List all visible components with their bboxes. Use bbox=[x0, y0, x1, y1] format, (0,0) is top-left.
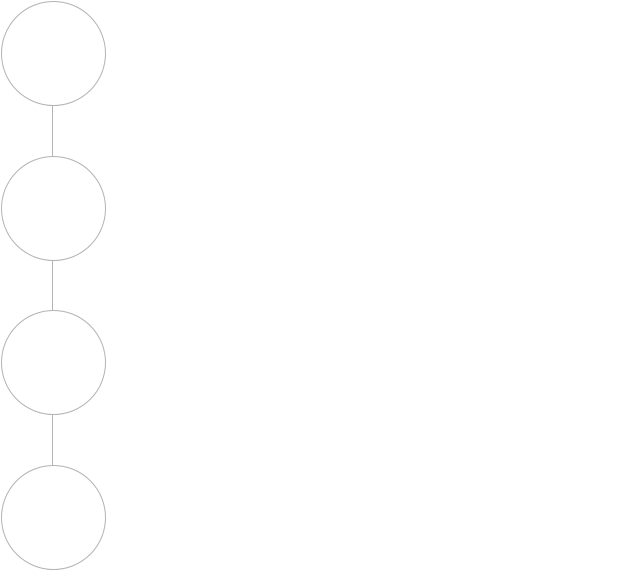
step-circle-4[interactable] bbox=[1, 465, 106, 570]
step-circle-3[interactable] bbox=[1, 310, 106, 415]
step-connector-2 bbox=[52, 261, 53, 310]
step-circle-2[interactable] bbox=[1, 156, 106, 261]
step-circle-1[interactable] bbox=[1, 1, 106, 106]
step-connector-3 bbox=[52, 415, 53, 465]
step-connector-1 bbox=[52, 106, 53, 156]
vertical-stepper bbox=[0, 0, 108, 570]
